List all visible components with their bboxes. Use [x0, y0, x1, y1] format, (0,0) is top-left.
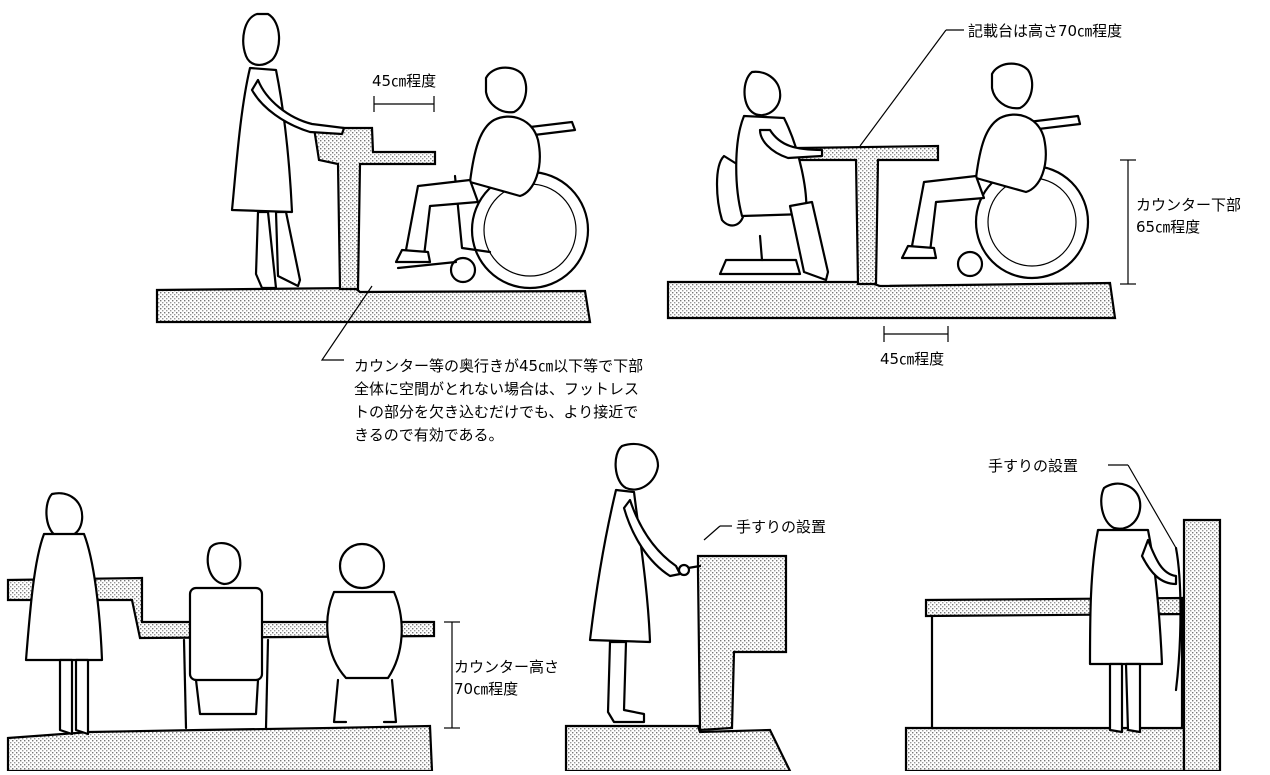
wall — [1182, 518, 1222, 773]
floor-slab-1 — [155, 286, 592, 324]
floor-slab-5 — [904, 726, 1186, 773]
floor-slab-4 — [564, 724, 792, 773]
standing-woman-wall — [1088, 482, 1178, 734]
stepped-counter — [312, 126, 437, 291]
writing-desk — [796, 144, 940, 286]
wheelchair-user-1 — [394, 66, 590, 290]
counter-height-label-1: カウンター高さ — [454, 658, 559, 676]
seated-person-rear — [326, 542, 403, 724]
wheelchair-rear — [182, 542, 270, 730]
standing-woman-handrail — [588, 442, 682, 724]
note-line-1: カウンター等の奥行きが45㎝以下等で下部 — [354, 357, 643, 375]
handrail-counter — [696, 554, 788, 732]
panel-wall-handrail: 手すりの設置 — [904, 457, 1222, 773]
note-line-4: きるので有効である。 — [354, 426, 504, 444]
note-block: カウンター等の奥行きが45㎝以下等で下部 全体に空間がとれない場合は、フットレス… — [320, 285, 643, 444]
wall-handrail — [1174, 546, 1182, 692]
panel-writing-desk: 記載台は高さ70㎝程度 カウンター下部 65㎝程度 45㎝程度 — [666, 22, 1241, 368]
seated-woman — [715, 70, 830, 282]
handrail-label-right: 手すりの設置 — [988, 457, 1078, 475]
wheelchair-user-2 — [900, 62, 1090, 280]
depth-label-1: 45㎝程度 — [372, 72, 436, 90]
panel-long-counter: カウンター高さ 70㎝程度 — [6, 492, 559, 773]
writing-desk-label: 記載台は高さ70㎝程度 — [968, 22, 1122, 40]
floor-slab-2 — [666, 280, 1117, 320]
note-line-3: トの部分を欠き込むだけでも、より接近で — [354, 403, 638, 421]
note-leader-line — [320, 285, 373, 361]
standing-woman-1 — [230, 12, 346, 290]
counter-under-label-1: カウンター下部 — [1136, 196, 1241, 214]
standing-woman-rear — [24, 492, 104, 736]
panel-handrail-counter: 手すりの設置 — [564, 442, 826, 773]
caster-wheel — [449, 256, 477, 284]
panel-counter-cutout: 45㎝程度 — [155, 12, 592, 324]
counter-height-label-2: 70㎝程度 — [454, 680, 518, 698]
note-line-2: 全体に空間がとれない場合は、フットレス — [354, 380, 639, 398]
handrail-label-center: 手すりの設置 — [736, 518, 826, 536]
counter-under-label-2: 65㎝程度 — [1136, 218, 1200, 236]
depth-label-2: 45㎝程度 — [880, 350, 944, 368]
